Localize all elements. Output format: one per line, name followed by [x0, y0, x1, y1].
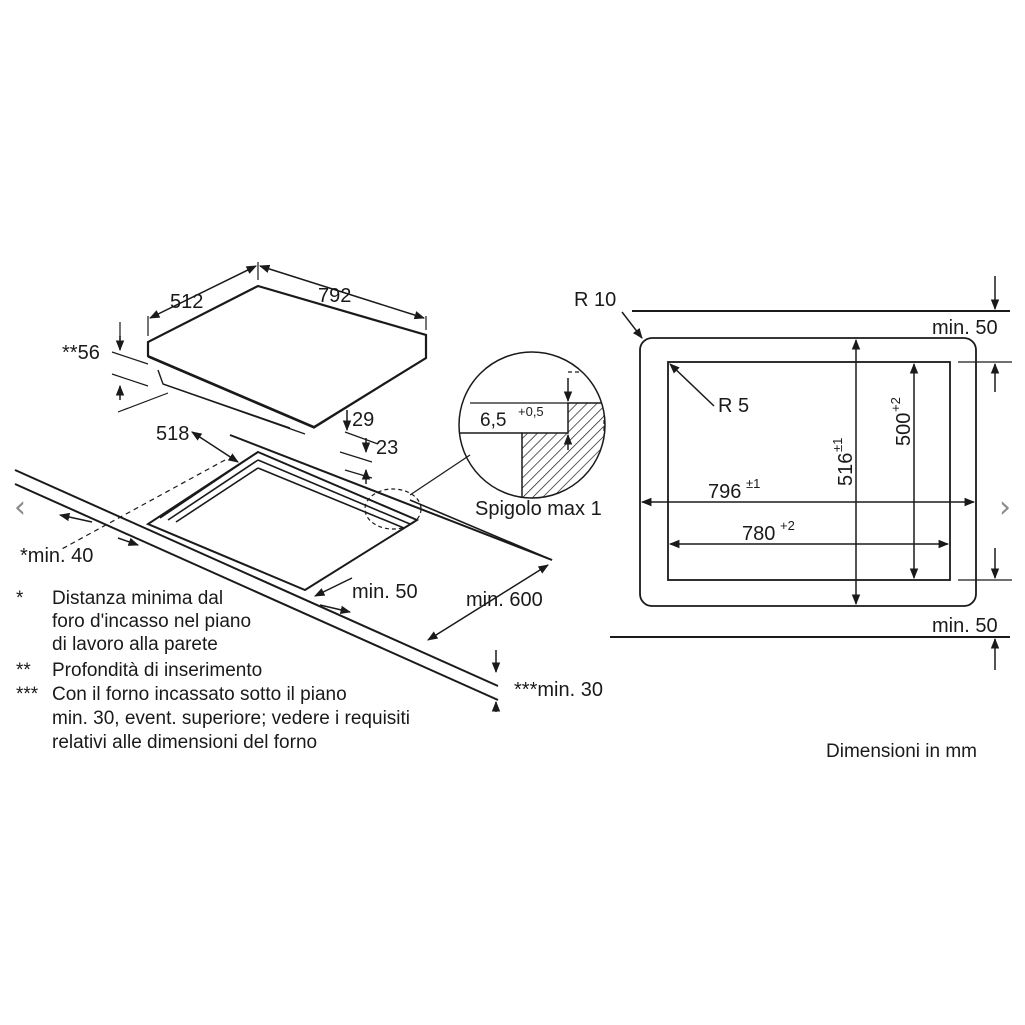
detail-base-label: 6,5	[480, 410, 506, 431]
inner-width-tol: +2	[780, 518, 795, 533]
min-top-label: min. 50	[932, 317, 998, 339]
note-1-line-3: di lavoro alla parete	[52, 634, 218, 655]
note-2-line-1: Profondità di inserimento	[52, 660, 263, 681]
edge-detail: 6,5 +0,5 Spigolo max 1	[458, 351, 606, 520]
inner-width-label: 780	[742, 523, 775, 545]
detail-tol-label: +0,5	[518, 404, 544, 419]
outer-height-label: 516	[835, 453, 857, 486]
hob-dimension-labels: 512 792 **56 518 29 23 *min. 40 min. 50 …	[20, 285, 603, 701]
note-1-line-1: Distanza minima dal	[52, 588, 224, 609]
next-arrow-icon[interactable]: ›	[999, 490, 1011, 525]
cut-depth-label: 518	[156, 423, 189, 445]
hob-isometric	[146, 284, 428, 435]
worktop	[14, 434, 553, 701]
cutout-labels: R 10 R 5 min. 50 min. 50 796 ±1 780 +2 5…	[574, 289, 998, 637]
height-a-label: 29	[352, 409, 374, 431]
note-1-line-2: foro d'incasso nel piano	[52, 611, 252, 632]
cutout-plan	[610, 276, 1012, 670]
detail-caption: Spigolo max 1	[475, 498, 602, 520]
outer-height-tol: ±1	[830, 438, 845, 452]
front-min-label: min. 50	[352, 581, 418, 603]
below-min-label: ***min. 30	[514, 679, 603, 701]
insert-depth-label: **56	[62, 342, 100, 364]
depth-label: 512	[170, 291, 203, 313]
note-3-line-2: min. 30, event. superiore; vedere i requ…	[52, 708, 411, 729]
previous-arrow-icon[interactable]: ‹	[14, 490, 26, 525]
inner-height-tol: +2	[888, 397, 903, 412]
note-mark-1: *	[16, 588, 24, 609]
edge-min-label: *min. 40	[20, 545, 93, 567]
worktop-cutout	[59, 450, 471, 592]
note-3-line-3: relativi alle dimensioni del forno	[52, 732, 318, 753]
note-mark-2: **	[16, 660, 31, 681]
depth-min-label: min. 600	[466, 589, 543, 611]
r-inner-label: R 5	[718, 395, 749, 417]
outer-width-tol: ±1	[746, 476, 760, 491]
hob-dimension-lines	[58, 262, 549, 712]
r-outer-label: R 10	[574, 289, 616, 311]
min-bottom-label: min. 50	[932, 615, 998, 637]
width-label: 792	[318, 285, 351, 307]
inner-height-label: 500	[893, 413, 915, 446]
note-mark-3: ***	[16, 684, 39, 705]
height-b-label: 23	[376, 437, 398, 459]
note-3-line-1: Con il forno incassato sotto il piano	[52, 684, 347, 705]
outer-width-label: 796	[708, 481, 741, 503]
units-label: Dimensioni in mm	[826, 741, 977, 762]
